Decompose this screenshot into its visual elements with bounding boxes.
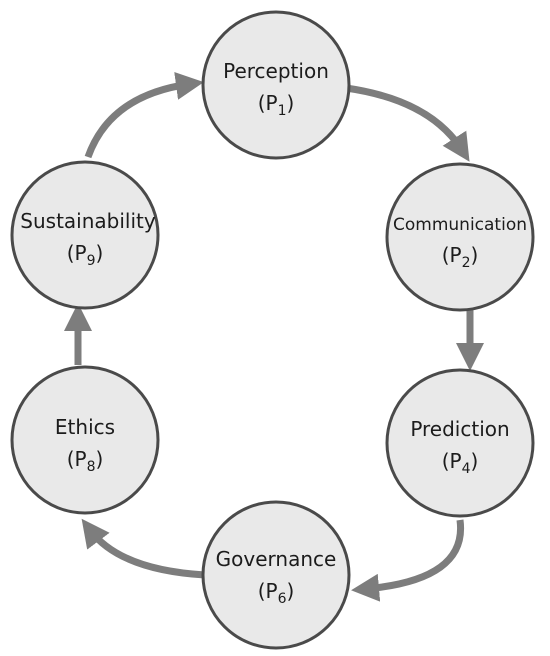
node-prediction-circle xyxy=(385,368,535,518)
node-sustainability: Sustainability (P9) xyxy=(10,160,160,310)
node-sustainability-title: Sustainability xyxy=(20,209,156,233)
node-governance: Governance (P6) xyxy=(201,500,351,650)
node-sustainability-label: (P9) xyxy=(67,241,104,269)
node-prediction: Prediction (P4) xyxy=(385,368,535,518)
node-prediction-title: Prediction xyxy=(410,417,509,441)
arrow-governance-to-ethics xyxy=(81,518,206,579)
node-perception: Perception (P1) xyxy=(201,10,351,160)
node-communication-circle xyxy=(385,162,535,312)
node-communication: Communication (P2) xyxy=(385,162,535,312)
node-ethics-label: (P8) xyxy=(67,447,104,475)
node-ethics-circle xyxy=(10,365,160,515)
arrow-perception-to-communication xyxy=(345,84,470,162)
node-perception-circle xyxy=(201,10,351,160)
arrow-sustainability-to-perception xyxy=(84,72,204,159)
node-ethics-title: Ethics xyxy=(55,415,115,439)
node-perception-label: (P1) xyxy=(258,91,295,119)
node-prediction-label: (P4) xyxy=(442,449,479,477)
node-communication-label: (P2) xyxy=(442,243,479,271)
node-ethics: Ethics (P8) xyxy=(10,365,160,515)
cycle-arrows xyxy=(64,72,484,602)
node-sustainability-circle xyxy=(10,160,160,310)
node-governance-label: (P6) xyxy=(258,579,295,607)
node-perception-title: Perception xyxy=(223,59,329,83)
arrow-prediction-to-governance xyxy=(351,519,465,602)
node-communication-title: Communication xyxy=(393,215,527,235)
node-governance-title: Governance xyxy=(216,547,337,571)
node-governance-circle xyxy=(201,500,351,650)
